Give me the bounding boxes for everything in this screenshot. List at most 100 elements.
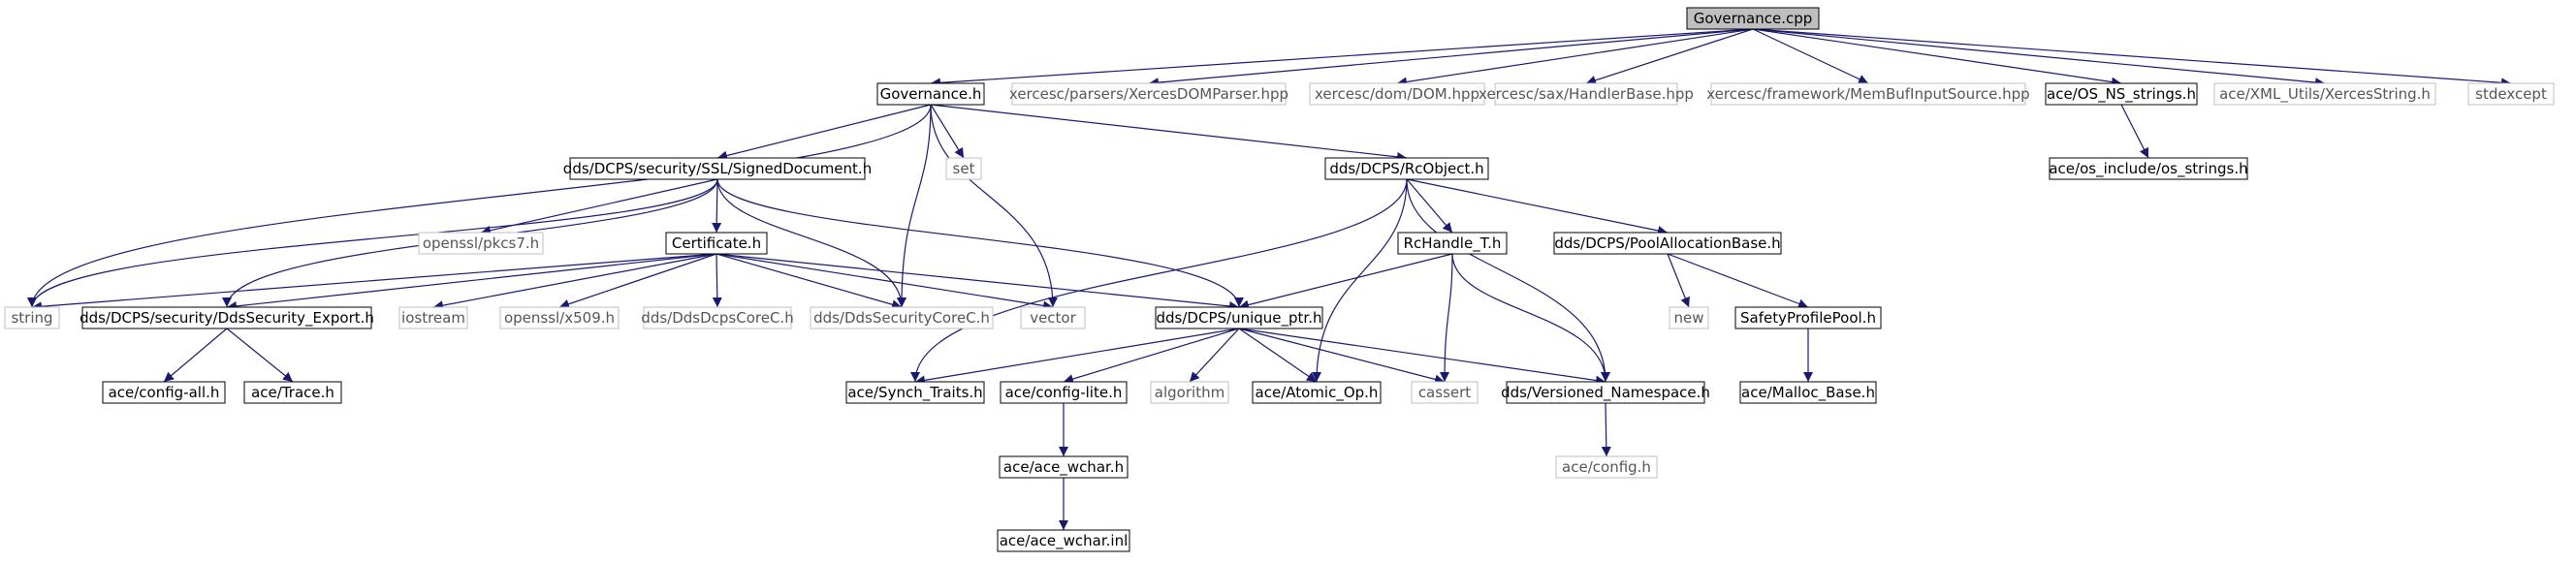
node-label: vector	[1030, 309, 1076, 327]
node-label: ace/config.h	[1562, 458, 1651, 476]
node-ace-synch-traits[interactable]: ace/Synch_Traits.h	[845, 381, 985, 404]
node-ace-os-ns-strings[interactable]: ace/OS_NS_strings.h	[2045, 82, 2198, 106]
edge-governance_h-to-set	[930, 104, 965, 159]
node-box	[810, 306, 994, 329]
node-label: ace/config-lite.h	[1005, 384, 1123, 401]
node-box	[945, 157, 982, 180]
node-box	[876, 82, 985, 106]
node-openssl-x509: openssl/x509.h	[499, 306, 620, 329]
node-ace-trace[interactable]: ace/Trace.h	[243, 381, 342, 404]
node-box	[1155, 306, 1323, 329]
node-box	[665, 232, 768, 255]
node-box	[1252, 381, 1382, 404]
edge-dds_security_export-to-ace_trace	[226, 328, 294, 383]
node-label: ace/OS_NS_strings.h	[2047, 85, 2196, 104]
node-new: new	[1669, 306, 1709, 329]
node-box	[1397, 232, 1508, 255]
node-pool-alloc[interactable]: dds/DCPS/PoolAllocationBase.h	[1553, 232, 1782, 255]
node-box	[1734, 306, 1882, 329]
node-ace-config-all[interactable]: ace/config-all.h	[102, 381, 226, 404]
node-set: set	[945, 157, 982, 180]
node-box	[2467, 82, 2555, 106]
edge-governance_h-to-vector	[930, 104, 1058, 308]
node-xerces-membuf: xercesc/framework/MemBufInputSource.hpp	[1706, 82, 2030, 106]
node-label: new	[1673, 309, 1703, 327]
edge-governance_h-to-dds_security_core	[897, 104, 932, 308]
node-label: dds/DdsSecurityCoreC.h	[813, 309, 990, 327]
edge-unique_ptr-to-cassert	[1238, 328, 1446, 385]
node-label: dds/DCPS/PoolAllocationBase.h	[1554, 235, 1780, 252]
node-signed-document[interactable]: dds/DCPS/security/SSL/SignedDocument.h	[563, 157, 872, 180]
node-ace-wchar-h[interactable]: ace/ace_wchar.h	[999, 455, 1129, 479]
node-ace-wchar-inl[interactable]: ace/ace_wchar.inl	[997, 529, 1130, 552]
edge-signed_document-to-openssl_pkcs7	[480, 178, 718, 235]
node-vector: vector	[1020, 306, 1086, 329]
edge-governance_cpp-to-governance_h	[930, 28, 1754, 88]
node-label: xercesc/sax/HandlerBase.hpp	[1479, 85, 1694, 103]
node-versioned-ns[interactable]: dds/Versioned_Namespace.h	[1501, 381, 1710, 404]
node-box	[1494, 82, 1678, 106]
edge-certificate-to-unique_ptr	[716, 253, 1240, 311]
node-algorithm: algorithm	[1150, 381, 1229, 404]
edge-unique_ptr-to-ace_synch_traits	[914, 328, 1240, 386]
edge-unique_ptr-to-versioned_ns	[1238, 328, 1606, 386]
node-box	[1710, 82, 2026, 106]
node-box	[997, 529, 1130, 552]
edge-governance_cpp-to-xerces_dom	[1396, 28, 1754, 87]
node-label: SafetyProfilePool.h	[1740, 309, 1876, 327]
node-label: dds/DdsDcpsCoreC.h	[641, 309, 793, 327]
node-stdexcept: stdexcept	[2467, 82, 2555, 106]
node-certificate[interactable]: Certificate.h	[665, 232, 768, 255]
node-box	[4, 306, 60, 329]
node-label: Governance.cpp	[1694, 10, 1813, 27]
node-unique-ptr[interactable]: dds/DCPS/unique_ptr.h	[1155, 306, 1323, 329]
edge-certificate-to-vector	[716, 253, 1054, 311]
node-label: openssl/x509.h	[504, 309, 615, 327]
node-ace-atomic-op[interactable]: ace/Atomic_Op.h	[1252, 381, 1382, 404]
node-label: openssl/pkcs7.h	[423, 235, 539, 252]
node-box	[1506, 381, 1705, 404]
node-box	[499, 306, 620, 329]
node-rcobject[interactable]: dds/DCPS/RcObject.h	[1324, 157, 1489, 180]
edge-certificate-to-iostream	[432, 253, 717, 311]
node-xerces-handler: xercesc/sax/HandlerBase.hpp	[1479, 82, 1694, 106]
edges-layer	[27, 28, 2512, 530]
edge-governance_cpp-to-xerces_membuf	[1752, 28, 1869, 84]
edge-signed_document-to-dds_security_core	[716, 178, 906, 308]
node-box	[643, 306, 792, 329]
node-box	[2049, 157, 2248, 180]
node-box	[845, 381, 985, 404]
node-ace-malloc-base[interactable]: ace/Malloc_Base.h	[1739, 381, 1877, 404]
node-governance-cpp[interactable]: Governance.cpp	[1686, 7, 1820, 30]
node-governance-h[interactable]: Governance.h	[876, 82, 985, 106]
node-label: ace/config-all.h	[109, 384, 220, 401]
node-rchandle[interactable]: RcHandle_T.h	[1397, 232, 1508, 255]
node-dds-security-export[interactable]: dds/DCPS/security/DdsSecurity_Export.h	[80, 306, 374, 329]
node-label: xercesc/framework/MemBufInputSource.hpp	[1706, 85, 2029, 103]
node-box	[102, 381, 226, 404]
node-label: cassert	[1418, 384, 1471, 401]
edge-governance_h-to-signed_document	[716, 104, 932, 161]
node-box	[569, 157, 866, 180]
edge-governance_cpp-to-stdexcept	[1752, 28, 2512, 88]
edge-rcobject-to-pool_alloc	[1406, 178, 1669, 235]
node-box	[1555, 455, 1658, 479]
edge-certificate-to-dds_security_export	[226, 253, 717, 311]
edge-signed_document-to-string	[27, 178, 718, 308]
node-box	[2045, 82, 2198, 106]
edge-unique_ptr-to-algorithm	[1189, 328, 1240, 383]
node-safety-pool[interactable]: SafetyProfilePool.h	[1734, 306, 1882, 329]
node-box	[1739, 381, 1877, 404]
edge-certificate-to-string	[31, 253, 717, 312]
node-ace-xml-xercesstring: ace/XML_Utils/XercesString.h	[2213, 82, 2436, 106]
node-ace-config-lite[interactable]: ace/config-lite.h	[1000, 381, 1128, 404]
node-label: ace/Trace.h	[251, 384, 334, 401]
node-box	[1324, 157, 1489, 180]
node-box	[1669, 306, 1709, 329]
node-ace-os-include-strings[interactable]: ace/os_include/os_strings.h	[2049, 157, 2248, 180]
node-box	[1000, 381, 1128, 404]
node-box	[1411, 381, 1479, 404]
node-label: dds/DCPS/security/DdsSecurity_Export.h	[80, 309, 374, 328]
edge-rchandle-to-unique_ptr	[1238, 253, 1453, 310]
